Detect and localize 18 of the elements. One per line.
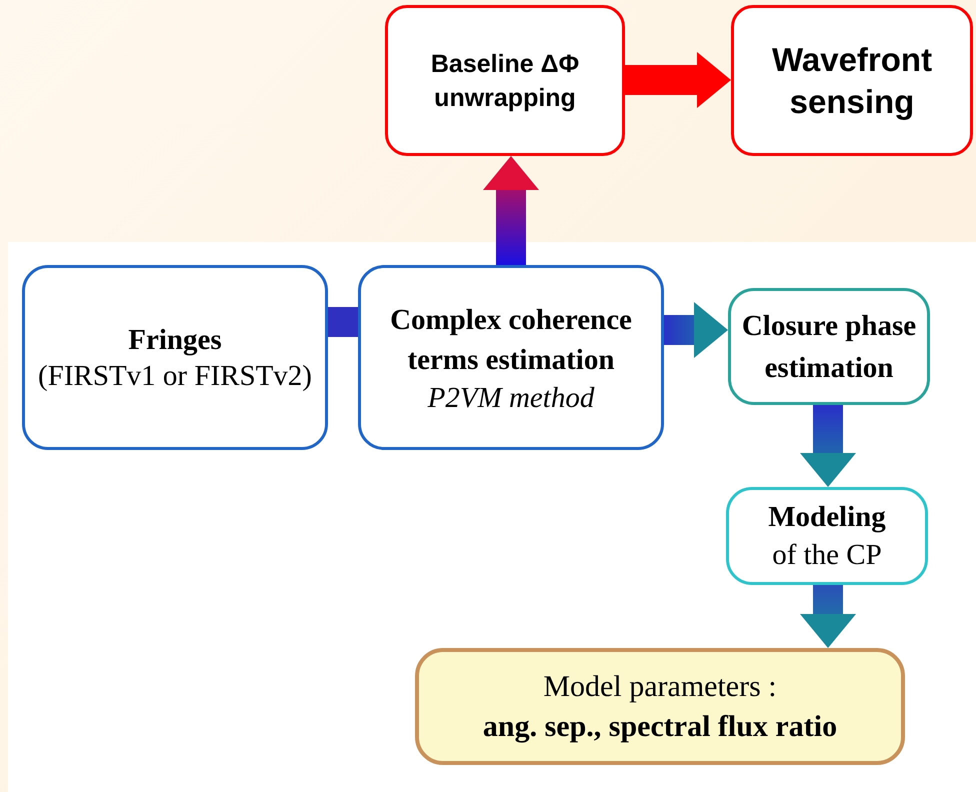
node-title: Fringes [128,322,222,358]
process-box [22,265,328,450]
node-title: Wavefront sensing [770,40,934,122]
node-title: Closure phase estimation [740,308,918,386]
node-subtitle: ang. sep., spectral flux ratio [482,708,838,745]
result-box [415,648,905,765]
process-box [728,288,930,405]
process-box [731,5,973,156]
node-title: Complex coherence terms estimation [389,302,633,378]
node-subtitle: P2VM method [428,380,594,416]
node-subtitle: of the CP [772,538,882,573]
node-title: Modeling [768,500,886,535]
node-title: Baseline ΔΦ unwrapping [430,48,580,114]
process-box [385,5,625,156]
process-box [358,265,664,450]
node-title: Model parameters : [543,668,777,704]
process-box [726,487,928,585]
node-subtitle: (FIRSTv1 or FIRSTv2) [38,358,312,394]
